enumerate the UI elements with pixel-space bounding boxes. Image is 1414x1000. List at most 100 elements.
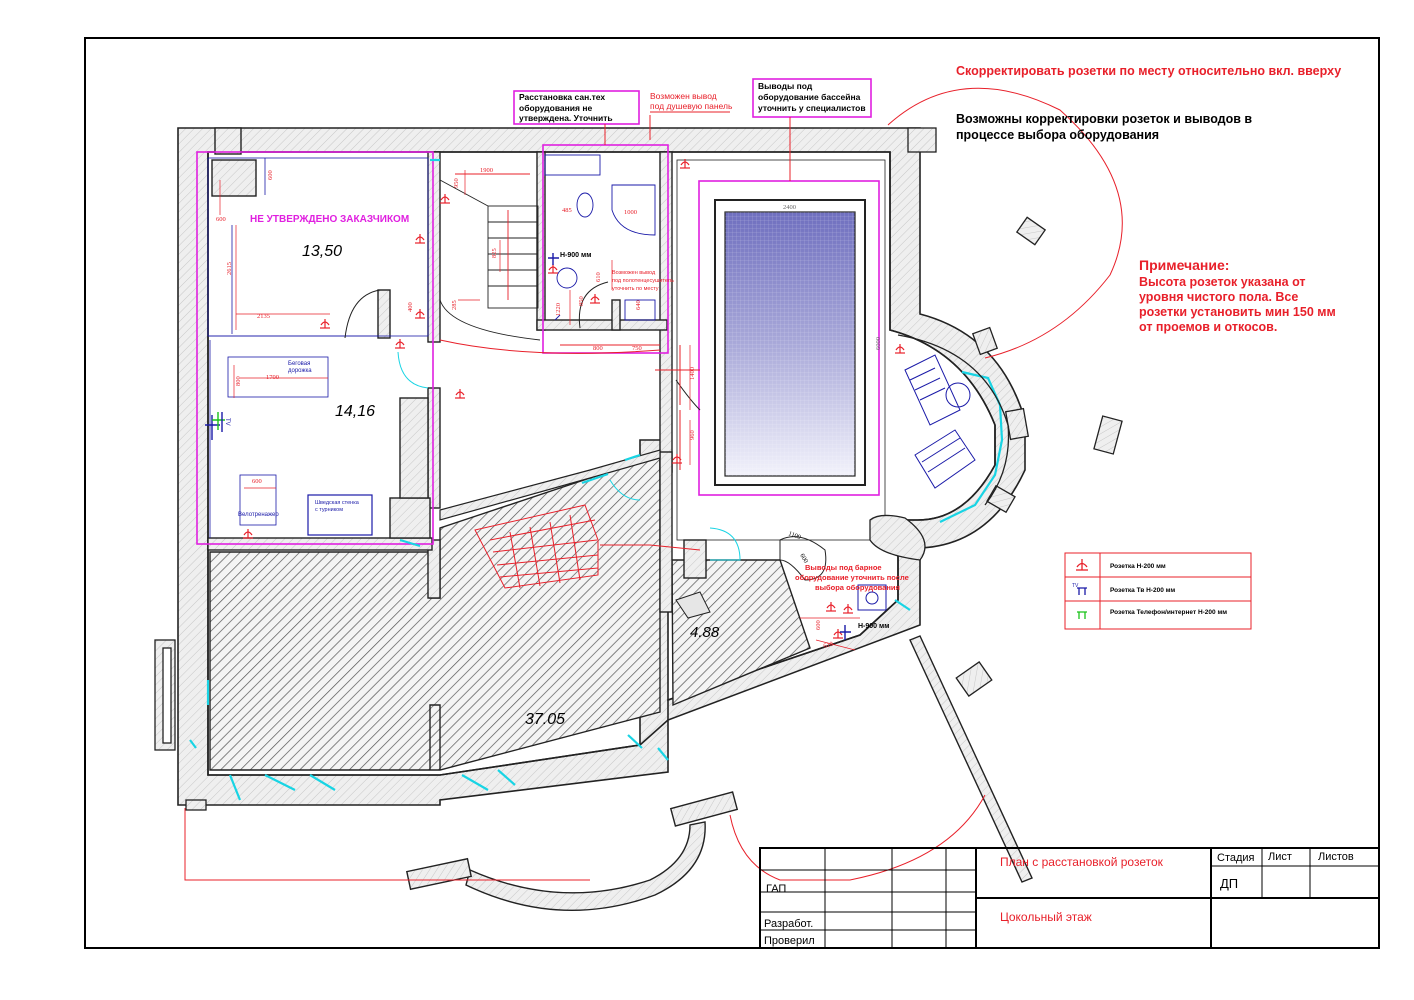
sheets-label: Листов xyxy=(1318,851,1354,863)
storage-floor-hatch xyxy=(671,559,811,707)
dim-950: 950 xyxy=(453,178,460,188)
dim-1700: 1700 xyxy=(266,374,279,381)
dim-960: 960 xyxy=(689,430,696,440)
callout-pool-3: уточнить у специалистов xyxy=(758,103,866,113)
not-approved-label: НЕ УТВЕРЖДЕНО ЗАКАЗЧИКОМ xyxy=(250,214,409,225)
room-area-4-88: 4.88 xyxy=(690,624,720,641)
outer-walls xyxy=(177,127,1026,806)
dim-640: 640 xyxy=(635,300,642,310)
sheet-label: Лист xyxy=(1268,851,1292,863)
treadmill-label-2: дорожка xyxy=(288,368,312,374)
dim-6000: 6000 xyxy=(875,337,882,350)
remark-line-1: Высота розеток указана от xyxy=(1139,275,1306,289)
room-area-13-50: 13,50 xyxy=(302,243,342,260)
dim-485: 485 xyxy=(562,207,572,214)
towel-callout-1: Возможен вывод xyxy=(612,270,656,276)
note-corrections-line1: Возможны корректировки розеток и выводов… xyxy=(956,112,1252,126)
dim-1400: 1400 xyxy=(689,367,696,380)
dim-600-b: 600 xyxy=(216,216,226,223)
bathroom-fixtures xyxy=(544,154,656,321)
drawing-title: План с расстановкой розеток xyxy=(1000,855,1164,869)
stairs-upper xyxy=(439,179,541,341)
gym-room-lines xyxy=(207,157,429,538)
stage-value: ДП xyxy=(1220,876,1238,891)
legend-phone-icon xyxy=(1077,611,1087,619)
legend-item-phone: Розетка Телефон/интернет Н-200 мм xyxy=(1110,609,1227,616)
bike-label: Велотренажер xyxy=(238,512,279,518)
drawing-subtitle: Цокольный этаж xyxy=(1000,910,1092,924)
socket-symbols xyxy=(243,159,905,639)
terrace-arc xyxy=(405,791,739,911)
bath-door xyxy=(578,281,609,329)
legend-tv-icon xyxy=(1077,587,1087,595)
title-checked: Проверил xyxy=(764,935,815,947)
towel-callout-2: под полотенцесушитель xyxy=(612,278,674,284)
bike-box xyxy=(307,494,373,536)
dim-600-a: 600 xyxy=(267,170,274,180)
stage-label: Стадия xyxy=(1217,852,1255,864)
callout-plumbing-1: Расстановка сан.тех xyxy=(519,92,605,102)
treadmill-label-1: Беговая xyxy=(288,361,310,367)
note-corrections-line2: процессе выбора оборудования xyxy=(956,128,1159,142)
note-correct-sockets: Скорректировать розетки по месту относит… xyxy=(956,64,1341,78)
remark-line-2: уровня чистого пола. Все xyxy=(1139,290,1298,304)
dim-825: 825 xyxy=(491,248,498,258)
title-developed: Разработ. xyxy=(764,918,813,930)
dim-600-e: 600 xyxy=(815,620,822,630)
dim-2615: 2615 xyxy=(226,262,233,275)
dim-610-b: 610 xyxy=(823,641,834,650)
dim-610: 610 xyxy=(595,272,602,282)
dim-2400: 2400 xyxy=(783,204,796,211)
sun-loungers xyxy=(904,354,976,489)
callout-pool-1: Выводы под xyxy=(758,81,813,91)
dim-2135: 2135 xyxy=(257,313,270,320)
legend-item-tv: Розетка Тв Н-200 мм xyxy=(1110,587,1175,594)
stairs-landing xyxy=(439,449,661,521)
legend-socket-icon xyxy=(1076,559,1088,571)
bay-wall-arc xyxy=(869,514,926,561)
callout-bar-1: Выводы под барное xyxy=(805,563,882,572)
pool xyxy=(714,199,866,486)
gym-door xyxy=(344,289,381,339)
callout-shower-1: Возможен вывод xyxy=(650,91,717,101)
remark-line-3: розетки установить мин 150 мм xyxy=(1139,305,1336,319)
terrace-rail xyxy=(909,635,1033,883)
bay-arc-right xyxy=(897,334,1010,506)
height-900-bar: Н-900 мм xyxy=(858,623,889,630)
room-area-14-16: 14,16 xyxy=(335,403,375,420)
tv-mark-gym: TV xyxy=(224,418,230,426)
dim-800-b: 800 xyxy=(593,345,603,352)
remark-title: Примечание: xyxy=(1139,257,1229,273)
dim-1000: 1000 xyxy=(624,209,637,216)
door-swings xyxy=(397,351,741,561)
dim-1900: 1900 xyxy=(480,167,493,174)
dimension-texts: 600 600 2615 2135 800 1700 600 1900 950 … xyxy=(216,167,882,650)
stairs-lower xyxy=(474,504,599,589)
callout-pool-2: оборудование бассейна xyxy=(758,92,861,102)
dim-285: 285 xyxy=(451,300,458,310)
callout-shower-2: под душевую панель xyxy=(650,101,733,111)
towel-callout-3: уточнить по месту xyxy=(612,286,659,292)
dim-600-d: 600 xyxy=(798,553,809,565)
title-block xyxy=(759,847,1380,949)
wallbars-label-2: с турником xyxy=(315,507,343,513)
remark-line-4: от проемов и откосов. xyxy=(1139,320,1277,334)
dim-850: 850 xyxy=(578,296,585,306)
bar-fixtures xyxy=(675,536,887,619)
red-dimension-lines xyxy=(219,170,860,651)
dim-800: 800 xyxy=(235,376,242,386)
dim-1220: 1220 xyxy=(555,303,562,316)
height-900-bath: Н-900 мм xyxy=(560,252,591,259)
dim-400: 400 xyxy=(407,302,414,312)
drawing-frame xyxy=(84,37,1380,949)
interior-walls xyxy=(207,127,707,613)
dim-600-c: 600 xyxy=(252,478,262,485)
callout-bar-3: выбора оборудования xyxy=(815,583,900,592)
room-area-37-05: 37.05 xyxy=(525,711,565,728)
callout-plumbing-3: утверждена. Уточнить xyxy=(519,113,613,123)
dim-750: 750 xyxy=(632,345,642,352)
dim-1100: 1100 xyxy=(787,530,801,541)
callout-bar-2: оборудование уточнить после xyxy=(795,573,909,582)
title-gap: ГАП xyxy=(766,883,786,895)
